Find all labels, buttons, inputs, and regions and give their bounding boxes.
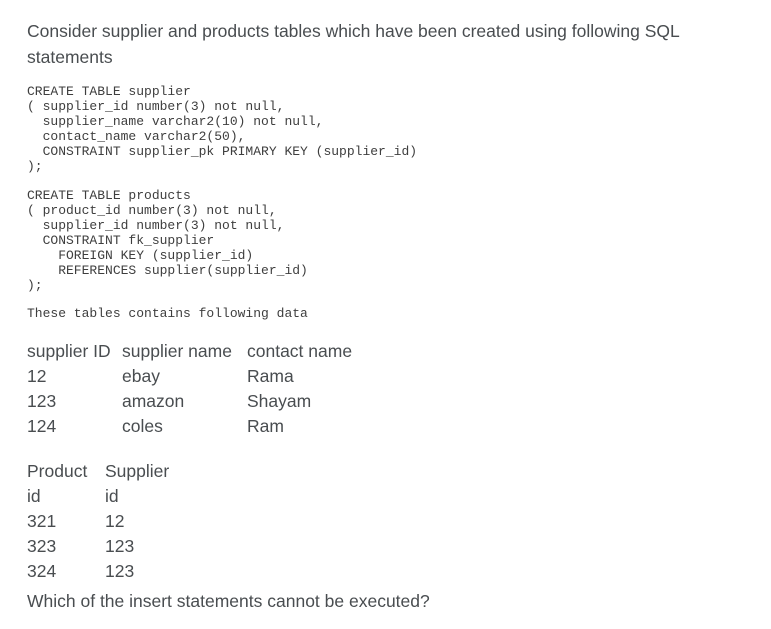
supplier-name-header: supplier name (122, 341, 232, 361)
contact-name-cell: Shayam (247, 391, 312, 411)
products-table: Product id Supplier id 321 12 323 123 32… (27, 459, 169, 584)
supplier-table: supplier ID supplier name contact name 1… (27, 339, 352, 439)
product-id-cell: 324 (27, 561, 57, 581)
intro-text: Consider supplier and products tables wh… (27, 18, 746, 70)
sql-create-products: CREATE TABLE products ( product_id numbe… (27, 188, 308, 293)
question-text: Which of the insert statements cannot be… (27, 591, 430, 611)
product-id-cell: 321 (27, 511, 57, 531)
supplier-id-cell: 12 (27, 366, 47, 386)
supplier-table-body: 12 ebay Rama 123 amazon Shayam 124 coles… (27, 364, 352, 439)
products-table-header: Product id Supplier id (27, 459, 169, 509)
table-row: 323 123 (27, 534, 169, 559)
intro-line-1: Consider supplier and products tables wh… (27, 21, 680, 41)
table-row: 123 amazon Shayam (27, 389, 352, 414)
table-row: 324 123 (27, 559, 169, 584)
supplier-id-cell: 12 (105, 511, 125, 531)
table-row: 124 coles Ram (27, 414, 352, 439)
supplier-name-cell: ebay (122, 366, 160, 386)
products-table-body: 321 12 323 123 324 123 (27, 509, 169, 584)
table-header-row: Product id Supplier id (27, 459, 169, 509)
supplier-id-header: supplier ID (27, 341, 111, 361)
sql-create-supplier: CREATE TABLE supplier ( supplier_id numb… (27, 84, 418, 174)
supplier-name-cell: amazon (122, 391, 185, 411)
table-row: 12 ebay Rama (27, 364, 352, 389)
question-page: Consider supplier and products tables wh… (27, 18, 746, 611)
intro-line-2: statements (27, 47, 113, 67)
product-id-header: Product id (27, 461, 88, 506)
supplier-name-cell: coles (122, 416, 163, 436)
supplier-id-cell: 124 (27, 416, 57, 436)
table-row: 321 12 (27, 509, 169, 534)
contact-name-cell: Rama (247, 366, 294, 386)
supplier-id-cell: 123 (27, 391, 57, 411)
table-header-row: supplier ID supplier name contact name (27, 339, 352, 364)
contact-name-cell: Ram (247, 416, 284, 436)
supplier-id-header: Supplier id (105, 461, 170, 506)
supplier-table-header: supplier ID supplier name contact name (27, 339, 352, 364)
supplier-id-cell: 123 (105, 561, 135, 581)
product-id-cell: 323 (27, 536, 57, 556)
supplier-id-cell: 123 (105, 536, 135, 556)
contact-name-header: contact name (247, 341, 353, 361)
data-note: These tables contains following data (27, 306, 308, 321)
